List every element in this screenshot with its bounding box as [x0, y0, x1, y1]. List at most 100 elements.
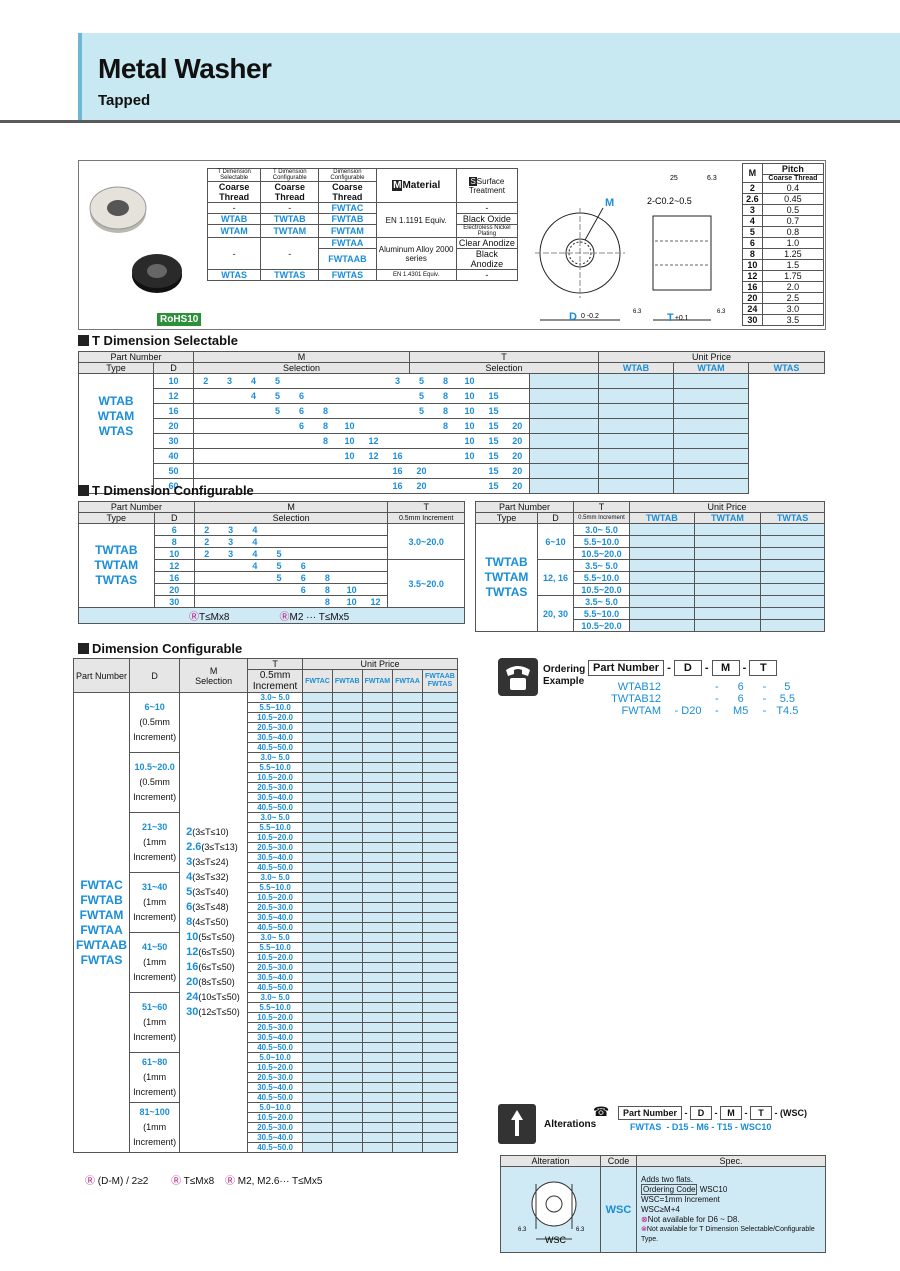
svg-text:D: D [569, 311, 577, 323]
note-icon: Ⓡ [224, 1176, 235, 1187]
page-subtitle: Tapped [98, 92, 151, 109]
page-title: Metal Washer [98, 53, 272, 84]
table-row: 10.5~20.0 [74, 772, 459, 783]
ordering-label: Ordering Example [543, 664, 586, 687]
phone-icon [498, 658, 538, 696]
svg-text:6.3: 6.3 [576, 1227, 585, 1233]
note-icon: Ⓡ [85, 1176, 95, 1187]
table-row: 61~80(1mm Increment)5.0~10.0 [74, 1052, 459, 1103]
section-title-selectable: T Dimension Selectable [78, 333, 238, 348]
svg-text:6.3: 6.3 [707, 175, 717, 182]
section-title-configurable: T Dimension Configurable [78, 483, 254, 498]
table-row: 5.5~10.0 [476, 607, 825, 620]
alterations-label: Alterations [544, 1119, 597, 1130]
svg-text:25: 25 [670, 175, 678, 182]
not-available-icon: ⊗ [641, 1214, 648, 1224]
table-row: 5.5~10.0 [74, 762, 459, 773]
table-row: 20.5~30.0 [74, 842, 459, 853]
svg-text:WSC: WSC [545, 1235, 566, 1245]
table-row: 10.5~20.0(0.5mm Increment)3.0~ 5.0 [74, 752, 459, 813]
product-overview-box [78, 160, 826, 330]
washer-photo-silver [88, 180, 148, 240]
svg-text:M: M [605, 197, 614, 209]
table-row: 20.5~30.0 [74, 1022, 459, 1033]
section-title-dimension-configurable: Dimension Configurable [78, 641, 242, 656]
table-row: 10.5~20.0 [74, 1062, 459, 1073]
table-row: 30.5~40.0 [74, 732, 459, 743]
table-row: 21~30(1mm Increment)3.0~ 5.0 [74, 812, 459, 873]
table-row: 10.5~20.0 [74, 1012, 459, 1023]
ordering-examples: WTAB12-6-5 TWTAB12-6-5.5 FWTAM- D20-M5-T… [611, 681, 799, 717]
note-icon: Ⓡ [171, 1176, 182, 1187]
svg-text:0 -0.2: 0 -0.2 [581, 313, 599, 320]
svg-text:6.3: 6.3 [633, 309, 642, 315]
alteration-format: Part Number - D - M - T - (WSC) [618, 1106, 807, 1120]
table-row: 40.5~50.0 [74, 802, 459, 813]
header-band [78, 33, 900, 121]
table-row: 10.5~20.0 [476, 547, 825, 560]
table-row: 20.5~30.0 [74, 902, 459, 913]
washer-drawing: M D 0 -0.2 2-C0.2~0.5 T ±0.1 25 6.3 6.3 … [525, 168, 740, 333]
table-row: 40.5~50.0 [74, 982, 459, 993]
note-icon: Ⓡ [189, 612, 199, 623]
alteration-example: FWTAS - D15 - M6 - T15 - WSC10 [630, 1122, 772, 1132]
alteration-icon [498, 1104, 536, 1144]
table-row: 40.5~50.0 [74, 1042, 459, 1053]
svg-text:T: T [667, 312, 674, 324]
svg-text:6.3: 6.3 [518, 1227, 527, 1233]
table-row: 30.5~40.0 [74, 1082, 459, 1093]
table-row: 5.5~10.0 [74, 1002, 459, 1013]
note-icon: Ⓡ [279, 612, 290, 623]
svg-text:2-C0.2~0.5: 2-C0.2~0.5 [647, 196, 692, 206]
table-row: 30.5~40.0 [74, 912, 459, 923]
wsc-drawing: WSC 6.3 6.3 [500, 1166, 601, 1253]
table-row: 81~100(1mm Increment)5.0~10.0 [74, 1102, 459, 1153]
table-row: 5.5~10.0 [74, 942, 459, 953]
table-row: 5.5~10.0 [74, 702, 459, 713]
table-row: 30.5~40.0 [74, 852, 459, 863]
dim-notes: Ⓡ (D-M) / 2≥2 Ⓡ T≤Mx8 Ⓡ M2, M2.6··· T≤Mx… [85, 1176, 323, 1187]
table-row: 10.5~20.0 [74, 952, 459, 963]
table-row: 40.5~50.0 [74, 1142, 459, 1153]
table-row: 10.5~20.0 [74, 892, 459, 903]
svg-text:6.3: 6.3 [717, 309, 726, 315]
table-row: 10.5~20.0 [74, 712, 459, 723]
table-row: 40.5~50.0 [74, 742, 459, 753]
not-available-icon: ⊗ [641, 1225, 647, 1233]
table-row: 10.5~20.0 [74, 1112, 459, 1123]
header-rule [0, 120, 900, 123]
phone-icon-small: ☎ [593, 1104, 610, 1119]
washer-photo-black [130, 250, 185, 300]
